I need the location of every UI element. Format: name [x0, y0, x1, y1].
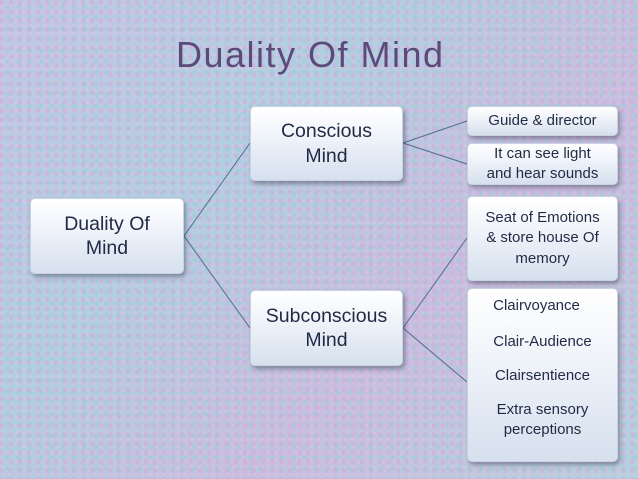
connector-conscious-guide	[402, 120, 468, 144]
ability-clair-audience: Clair-Audience	[493, 333, 592, 350]
connector-root-subconscious	[183, 235, 251, 329]
subconscious-mind-node: Subconscious Mind	[250, 290, 403, 366]
connector-subconscious-abilities	[402, 327, 468, 383]
root-node: Duality Of Mind	[30, 198, 184, 274]
connector-conscious-see	[402, 142, 468, 165]
see-light-node: It can see light and hear sounds	[467, 143, 618, 185]
emotions-node: Seat of Emotions & store house Of memory	[467, 196, 618, 281]
connector-subconscious-emotions	[402, 237, 468, 329]
connector-root-conscious	[183, 142, 251, 237]
diagram-title: Duality Of Mind	[176, 34, 445, 75]
ability-extra-sensory: Extra sensory perceptions	[496, 401, 589, 438]
conscious-mind-node: Conscious Mind	[250, 106, 403, 181]
guide-director-node: Guide & director	[467, 106, 618, 136]
ability-clairvoyance: Clairvoyance	[493, 297, 580, 314]
abilities-node: Clairvoyance Clair-Audience Clairsentien…	[467, 288, 618, 462]
ability-clairsentience: Clairsentience	[494, 367, 591, 384]
